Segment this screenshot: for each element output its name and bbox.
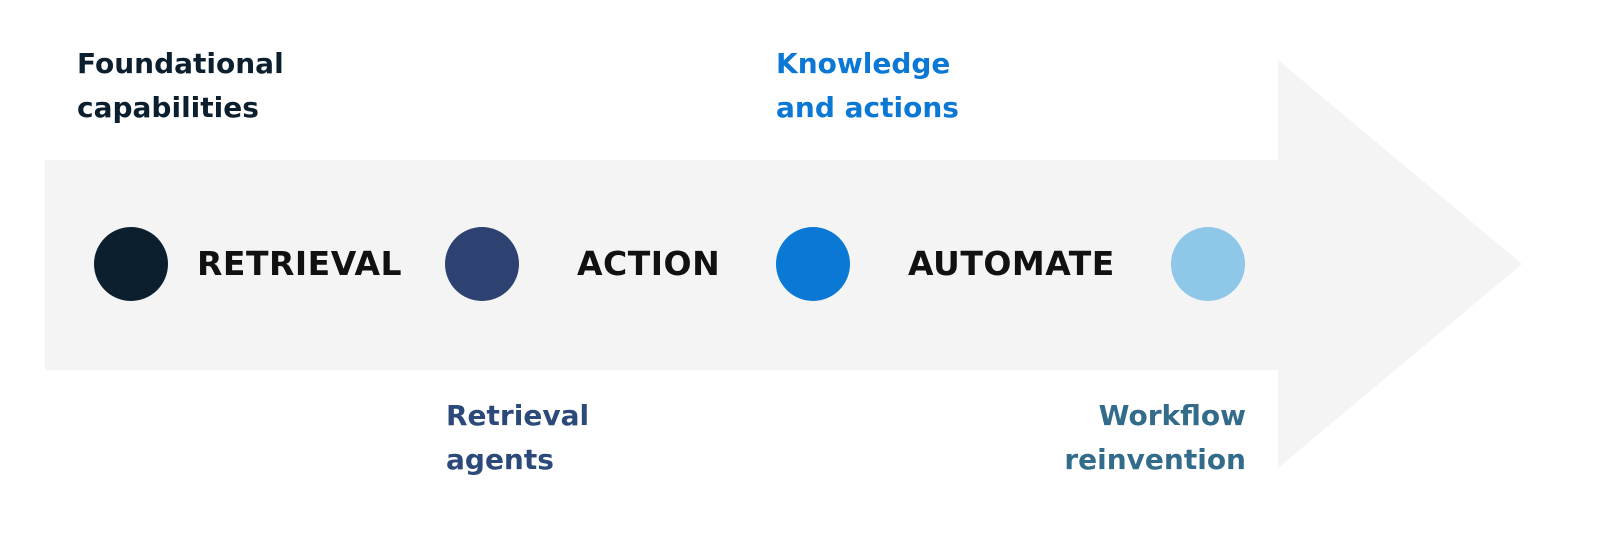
stage-automate: AUTOMATE [908,244,1115,283]
stage-dot-3 [776,227,850,301]
label-line: Knowledge [776,47,951,80]
label-line: agents [446,443,554,476]
label-line: Foundational [77,47,284,80]
label-line: capabilities [77,91,259,124]
stage-dot-4 [1171,227,1245,301]
stage-action: ACTION [577,244,721,283]
label-workflow-reinvention: Workflow reinvention [1064,394,1246,482]
stage-dot-2 [445,227,519,301]
stage-dot-1 [94,227,168,301]
label-line: and actions [776,91,959,124]
label-knowledge-and-actions: Knowledge and actions [776,42,959,130]
label-line: Retrieval [446,399,590,432]
label-foundational-capabilities: Foundational capabilities [77,42,284,130]
label-line: Workflow [1098,399,1246,432]
label-retrieval-agents: Retrieval agents [446,394,589,482]
stage-retrieval: RETRIEVAL [197,244,403,283]
label-line: reinvention [1064,443,1246,476]
